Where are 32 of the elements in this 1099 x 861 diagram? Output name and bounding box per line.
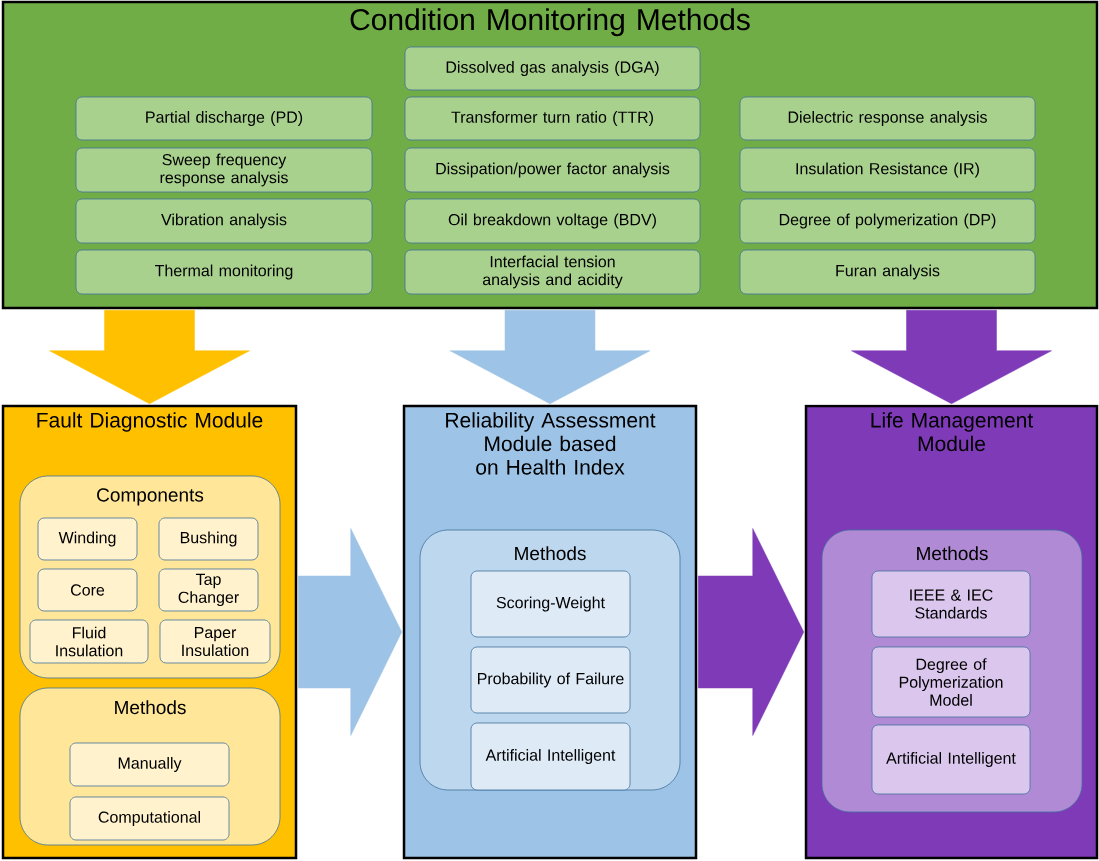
item-box: Computational — [69, 796, 230, 841]
block-arrow — [851, 310, 1052, 404]
method-box: Dielectric response analysis — [739, 96, 1036, 141]
method-box: Scoring-Weight — [470, 570, 631, 638]
method-box: Furan analysis — [739, 249, 1036, 295]
method-box: Degree of polymerization (DP) — [739, 198, 1036, 244]
item-box: Winding — [37, 517, 138, 561]
method-box: Dissolved gas analysis (DGA) — [404, 46, 701, 91]
method-box: Probability of Failure — [470, 646, 631, 714]
method-box: Partial discharge (PD) — [75, 96, 373, 141]
block-arrow — [49, 310, 250, 404]
item-box: Paper Insulation — [159, 619, 271, 664]
method-box: Interfacial tension analysis and acidity — [404, 249, 701, 295]
method-box: Artificial Intelligent — [871, 724, 1031, 795]
item-box: Manually — [69, 742, 230, 787]
method-box: Vibration analysis — [75, 198, 373, 244]
item-box: Bushing — [158, 517, 259, 561]
block-arrow — [449, 310, 651, 404]
method-box: Dissipation/power factor analysis — [404, 147, 701, 193]
item-box: Fluid Insulation — [29, 619, 149, 664]
item-box: Tap Changer — [158, 568, 259, 612]
method-box: Sweep frequency response analysis — [75, 147, 373, 193]
method-box: Oil breakdown voltage (BDV) — [404, 198, 701, 244]
method-box: IEEE & IEC Standards — [871, 570, 1031, 638]
method-box: Degree of Polymerization Model — [871, 646, 1031, 718]
item-box: Core — [37, 568, 138, 612]
method-box: Insulation Resistance (IR) — [739, 147, 1036, 193]
block-arrow — [698, 528, 804, 736]
block-arrow — [298, 528, 402, 736]
method-box: Thermal monitoring — [75, 249, 373, 295]
method-box: Artificial Intelligent — [470, 722, 631, 791]
method-box: Transformer turn ratio (TTR) — [404, 96, 701, 141]
